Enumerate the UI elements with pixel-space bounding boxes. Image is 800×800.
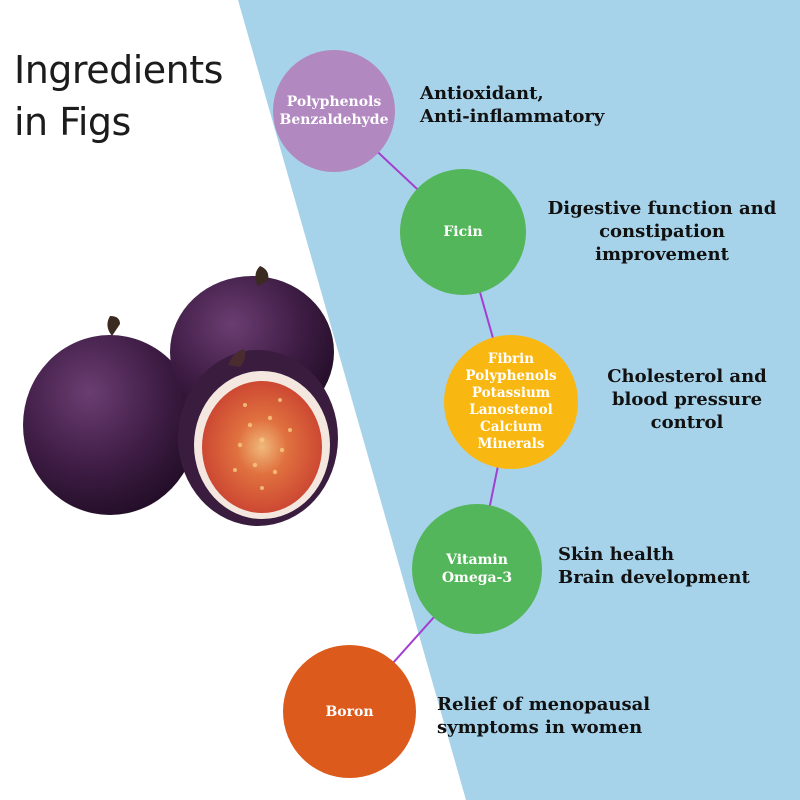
ingredient-label: Polyphenols	[465, 368, 557, 384]
ingredient-label: Fibrin	[487, 351, 535, 367]
ingredient-node-ficin: Ficin	[400, 169, 526, 295]
fig-stem-half	[228, 349, 246, 367]
benefit-line: Skin health	[558, 544, 675, 565]
ingredient-label: Vitamin	[446, 552, 508, 568]
benefit-text-digestive: Digestive function and constipation impr…	[542, 197, 782, 266]
ingredient-node-fibrin: Fibrin Polyphenols Potassium Lanostenol …	[444, 335, 578, 469]
ingredient-label: Benzaldehyde	[279, 112, 389, 128]
ingredient-label: Potassium	[471, 385, 551, 401]
benefit-line: constipation	[599, 221, 725, 242]
benefit-line: symptoms in women	[437, 717, 643, 738]
benefit-line: improvement	[595, 244, 729, 265]
page-title: Ingredients in Figs	[14, 44, 254, 148]
benefit-text-skin-health: Skin health Brain development	[558, 543, 788, 589]
ingredient-label: Boron	[325, 703, 374, 720]
ingredient-label: Calcium	[479, 419, 543, 435]
benefit-text-antioxidant: Antioxidant, Anti-inflammatory	[420, 82, 780, 128]
benefit-line: Digestive function and	[547, 198, 777, 219]
ingredient-label: Ficin	[443, 224, 483, 240]
ingredient-node-boron: Boron	[283, 645, 416, 778]
benefit-line: Cholesterol and	[607, 366, 767, 387]
fig-stem-left	[107, 316, 120, 336]
benefit-line: Relief of menopausal	[437, 694, 651, 715]
benefit-text-cholesterol: Cholesterol and blood pressure control	[582, 365, 792, 434]
ingredient-label: Lanostenol	[469, 402, 553, 418]
benefit-text-menopausal: Relief of menopausal symptoms in women	[437, 693, 737, 739]
title-line-1: Ingredients	[14, 48, 223, 92]
fig-stem-back	[255, 266, 269, 286]
ingredient-label: Polyphenols	[286, 94, 382, 110]
benefit-line: Brain development	[558, 567, 750, 588]
fig-half-flesh	[202, 381, 322, 513]
title-line-2: in Figs	[14, 100, 131, 144]
ingredient-node-vitamin: Vitamin Omega-3	[412, 504, 542, 634]
benefit-line: blood pressure	[611, 389, 763, 410]
benefit-line: control	[650, 412, 724, 433]
ingredient-label: Minerals	[477, 436, 545, 452]
benefit-line: Antioxidant,	[420, 83, 544, 104]
ingredient-node-polyphenols: Polyphenols Benzaldehyde	[273, 50, 395, 172]
fig-fruits-illustration	[23, 266, 338, 526]
fig-seeds	[233, 398, 292, 490]
benefit-line: Anti-inflammatory	[420, 106, 605, 127]
ingredient-label: Omega-3	[441, 570, 513, 586]
fig-whole-left	[23, 335, 197, 515]
